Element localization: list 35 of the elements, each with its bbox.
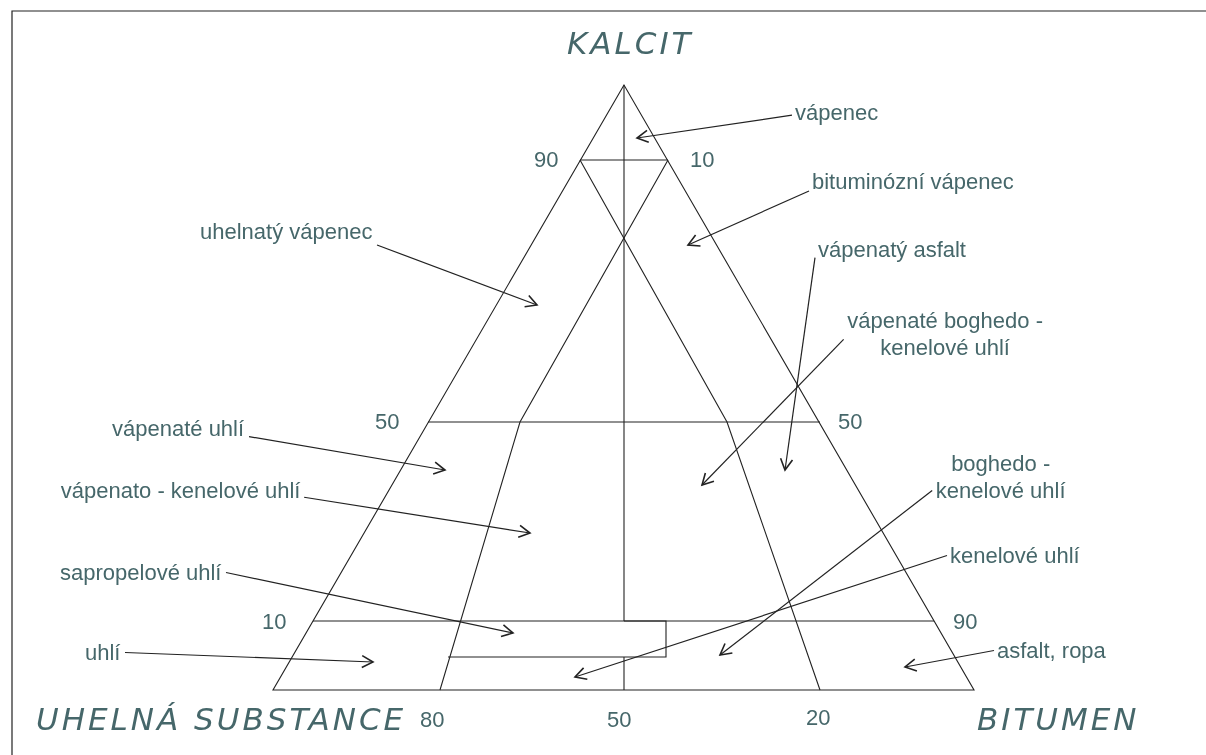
region-label: uhelnatý vápenec <box>200 218 374 245</box>
leader-arrow <box>701 338 845 486</box>
leader-arrow <box>376 244 538 308</box>
vertex-label: BITUMEN <box>977 706 1140 732</box>
tick-label: 90 <box>534 147 559 173</box>
leader-arrow <box>303 496 531 538</box>
leader-arrow <box>636 114 793 144</box>
region-label: vápenaté boghedo - kenelové uhlí <box>846 307 1044 361</box>
leader-arrow <box>225 571 514 638</box>
region-label: asfalt, ropa <box>997 637 1107 664</box>
region-label: uhlí <box>85 639 122 666</box>
region-label: sapropelové uhlí <box>60 559 223 586</box>
leader-arrow <box>687 190 810 247</box>
region-label: kenelové uhlí <box>950 542 1081 569</box>
region-label: bituminózní vápenec <box>812 168 1015 195</box>
tick-label: 50 <box>375 409 400 435</box>
region-label: vápenec <box>795 99 880 126</box>
vertex-label: KALCIT <box>567 30 694 56</box>
tick-label: 20 <box>806 705 831 731</box>
region-label: boghedo - kenelové uhlí <box>935 450 1067 504</box>
region-label: vápenatý asfalt <box>818 236 967 263</box>
leader-arrow <box>124 651 374 669</box>
tick-label: 90 <box>953 609 978 635</box>
tick-label: 50 <box>838 409 863 435</box>
leader-arrow <box>779 257 816 471</box>
leader-arrow <box>904 649 995 672</box>
region-label: vápenaté uhlí <box>112 415 246 442</box>
tick-label: 10 <box>262 609 287 635</box>
region-label: vápenato - kenelové uhlí <box>60 477 302 504</box>
tick-label: 80 <box>420 707 445 733</box>
leader-arrow <box>574 554 948 681</box>
leader-arrow <box>719 489 933 656</box>
leader-arrow <box>248 436 446 475</box>
tick-label: 10 <box>690 147 715 173</box>
tick-label: 50 <box>607 707 632 733</box>
